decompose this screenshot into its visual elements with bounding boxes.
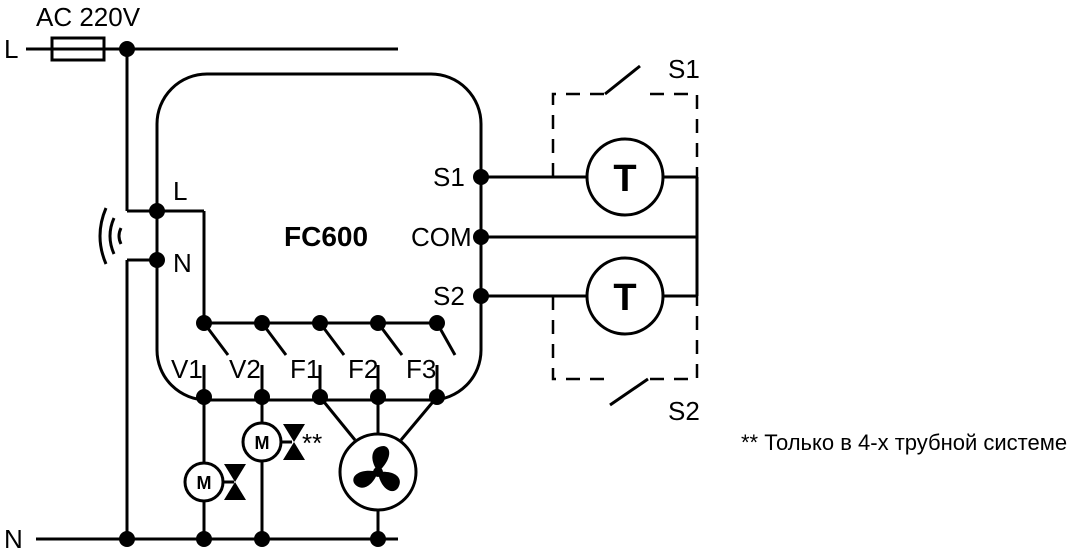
terminal-N-label: N <box>173 248 192 278</box>
relay-contact <box>376 322 404 356</box>
fan-icon <box>338 432 418 512</box>
motor-icon: M <box>241 421 283 463</box>
terminal-COM-label: COM <box>411 222 472 252</box>
terminal-V2-label: V2 <box>229 354 261 384</box>
thermostat1-symbol: T <box>613 158 636 200</box>
wireless-icon <box>98 207 123 265</box>
terminal-S2-label: S2 <box>433 281 465 311</box>
terminal-F3-label: F3 <box>406 354 436 384</box>
terminal-N <box>149 252 165 268</box>
valve2-motor-symbol: M <box>255 433 270 453</box>
valve-icon <box>283 424 305 460</box>
thermostat-icon: T <box>585 137 665 217</box>
footnote: ** Только в 4-х трубной системе <box>741 430 1067 455</box>
terminal-F2-label: F2 <box>348 354 378 384</box>
controller-model: FC600 <box>284 221 368 252</box>
s2-dashed-link <box>551 296 605 381</box>
s1-dashed-link <box>650 92 699 177</box>
neutral-junction <box>119 531 135 547</box>
s2-dashed-link <box>650 296 699 381</box>
terminal-F1-label: F1 <box>290 354 320 384</box>
relay-contact <box>202 322 230 356</box>
fan-wire-F3 <box>399 396 439 441</box>
s1-dashed-link <box>551 92 605 177</box>
thermostat2-symbol: T <box>613 277 636 319</box>
relay-contact <box>435 322 457 356</box>
neutral-label: N <box>4 524 23 554</box>
fan-wire-F1 <box>318 396 357 441</box>
terminal-V1-label: V1 <box>171 354 203 384</box>
motor-icon: M <box>183 461 225 503</box>
relay-contact <box>260 322 288 356</box>
terminal-S1-label: S1 <box>433 162 465 192</box>
s1-switch-contact <box>604 64 641 96</box>
terminal-L-label: L <box>173 176 187 206</box>
fuse-icon <box>50 36 106 62</box>
s2-switch-contact <box>609 377 649 407</box>
valve-icon <box>224 464 246 500</box>
relay-contact <box>318 322 346 356</box>
switch-s1-label: S1 <box>668 54 700 84</box>
valve1-motor-symbol: M <box>197 473 212 493</box>
line-label: L <box>4 34 18 64</box>
supply-voltage-label: AC 220V <box>36 2 141 32</box>
thermostat-icon: T <box>585 256 665 336</box>
switch-s2-label: S2 <box>668 396 700 426</box>
valve2-mark: ** <box>302 428 322 458</box>
